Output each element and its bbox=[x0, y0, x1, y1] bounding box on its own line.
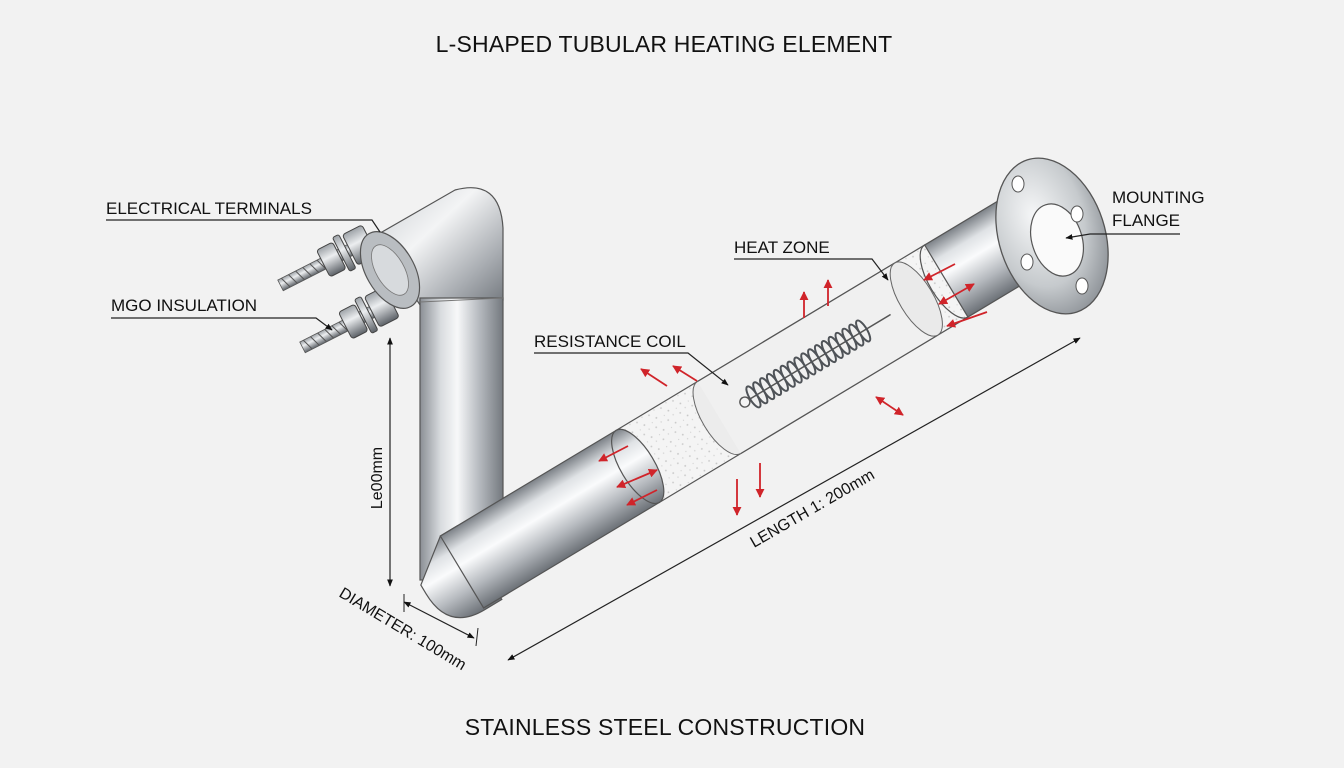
electrical-terminal-lower bbox=[299, 287, 399, 354]
dimension-vertical: Le00mm bbox=[369, 337, 393, 587]
upper-elbow bbox=[359, 187, 504, 309]
callout-resistance-coil: RESISTANCE COIL bbox=[534, 332, 729, 386]
dimension-vertical-label: Le00mm bbox=[369, 447, 386, 509]
callout-electrical-terminals: ELECTRICAL TERMINALS bbox=[106, 199, 381, 233]
label-heat-zone: HEAT ZONE bbox=[734, 238, 830, 257]
dimension-length-label: LENGTH 1: 200mm bbox=[748, 466, 878, 551]
label-mounting-flange-line1: MOUNTING bbox=[1112, 188, 1205, 207]
callout-mgo-insulation: MGO INSULATION bbox=[111, 296, 333, 331]
mounting-flange bbox=[995, 157, 1109, 315]
label-mounting-flange-line2: FLANGE bbox=[1112, 211, 1180, 230]
callout-mounting-flange: MOUNTING FLANGE bbox=[1065, 188, 1205, 240]
label-mgo-insulation: MGO INSULATION bbox=[111, 296, 257, 315]
label-electrical-terminals: ELECTRICAL TERMINALS bbox=[106, 199, 312, 218]
diagram-title: L-SHAPED TUBULAR HEATING ELEMENT bbox=[436, 31, 893, 57]
footer-caption: STAINLESS STEEL CONSTRUCTION bbox=[465, 714, 866, 740]
callout-heat-zone: HEAT ZONE bbox=[734, 238, 889, 281]
label-resistance-coil: RESISTANCE COIL bbox=[534, 332, 686, 351]
